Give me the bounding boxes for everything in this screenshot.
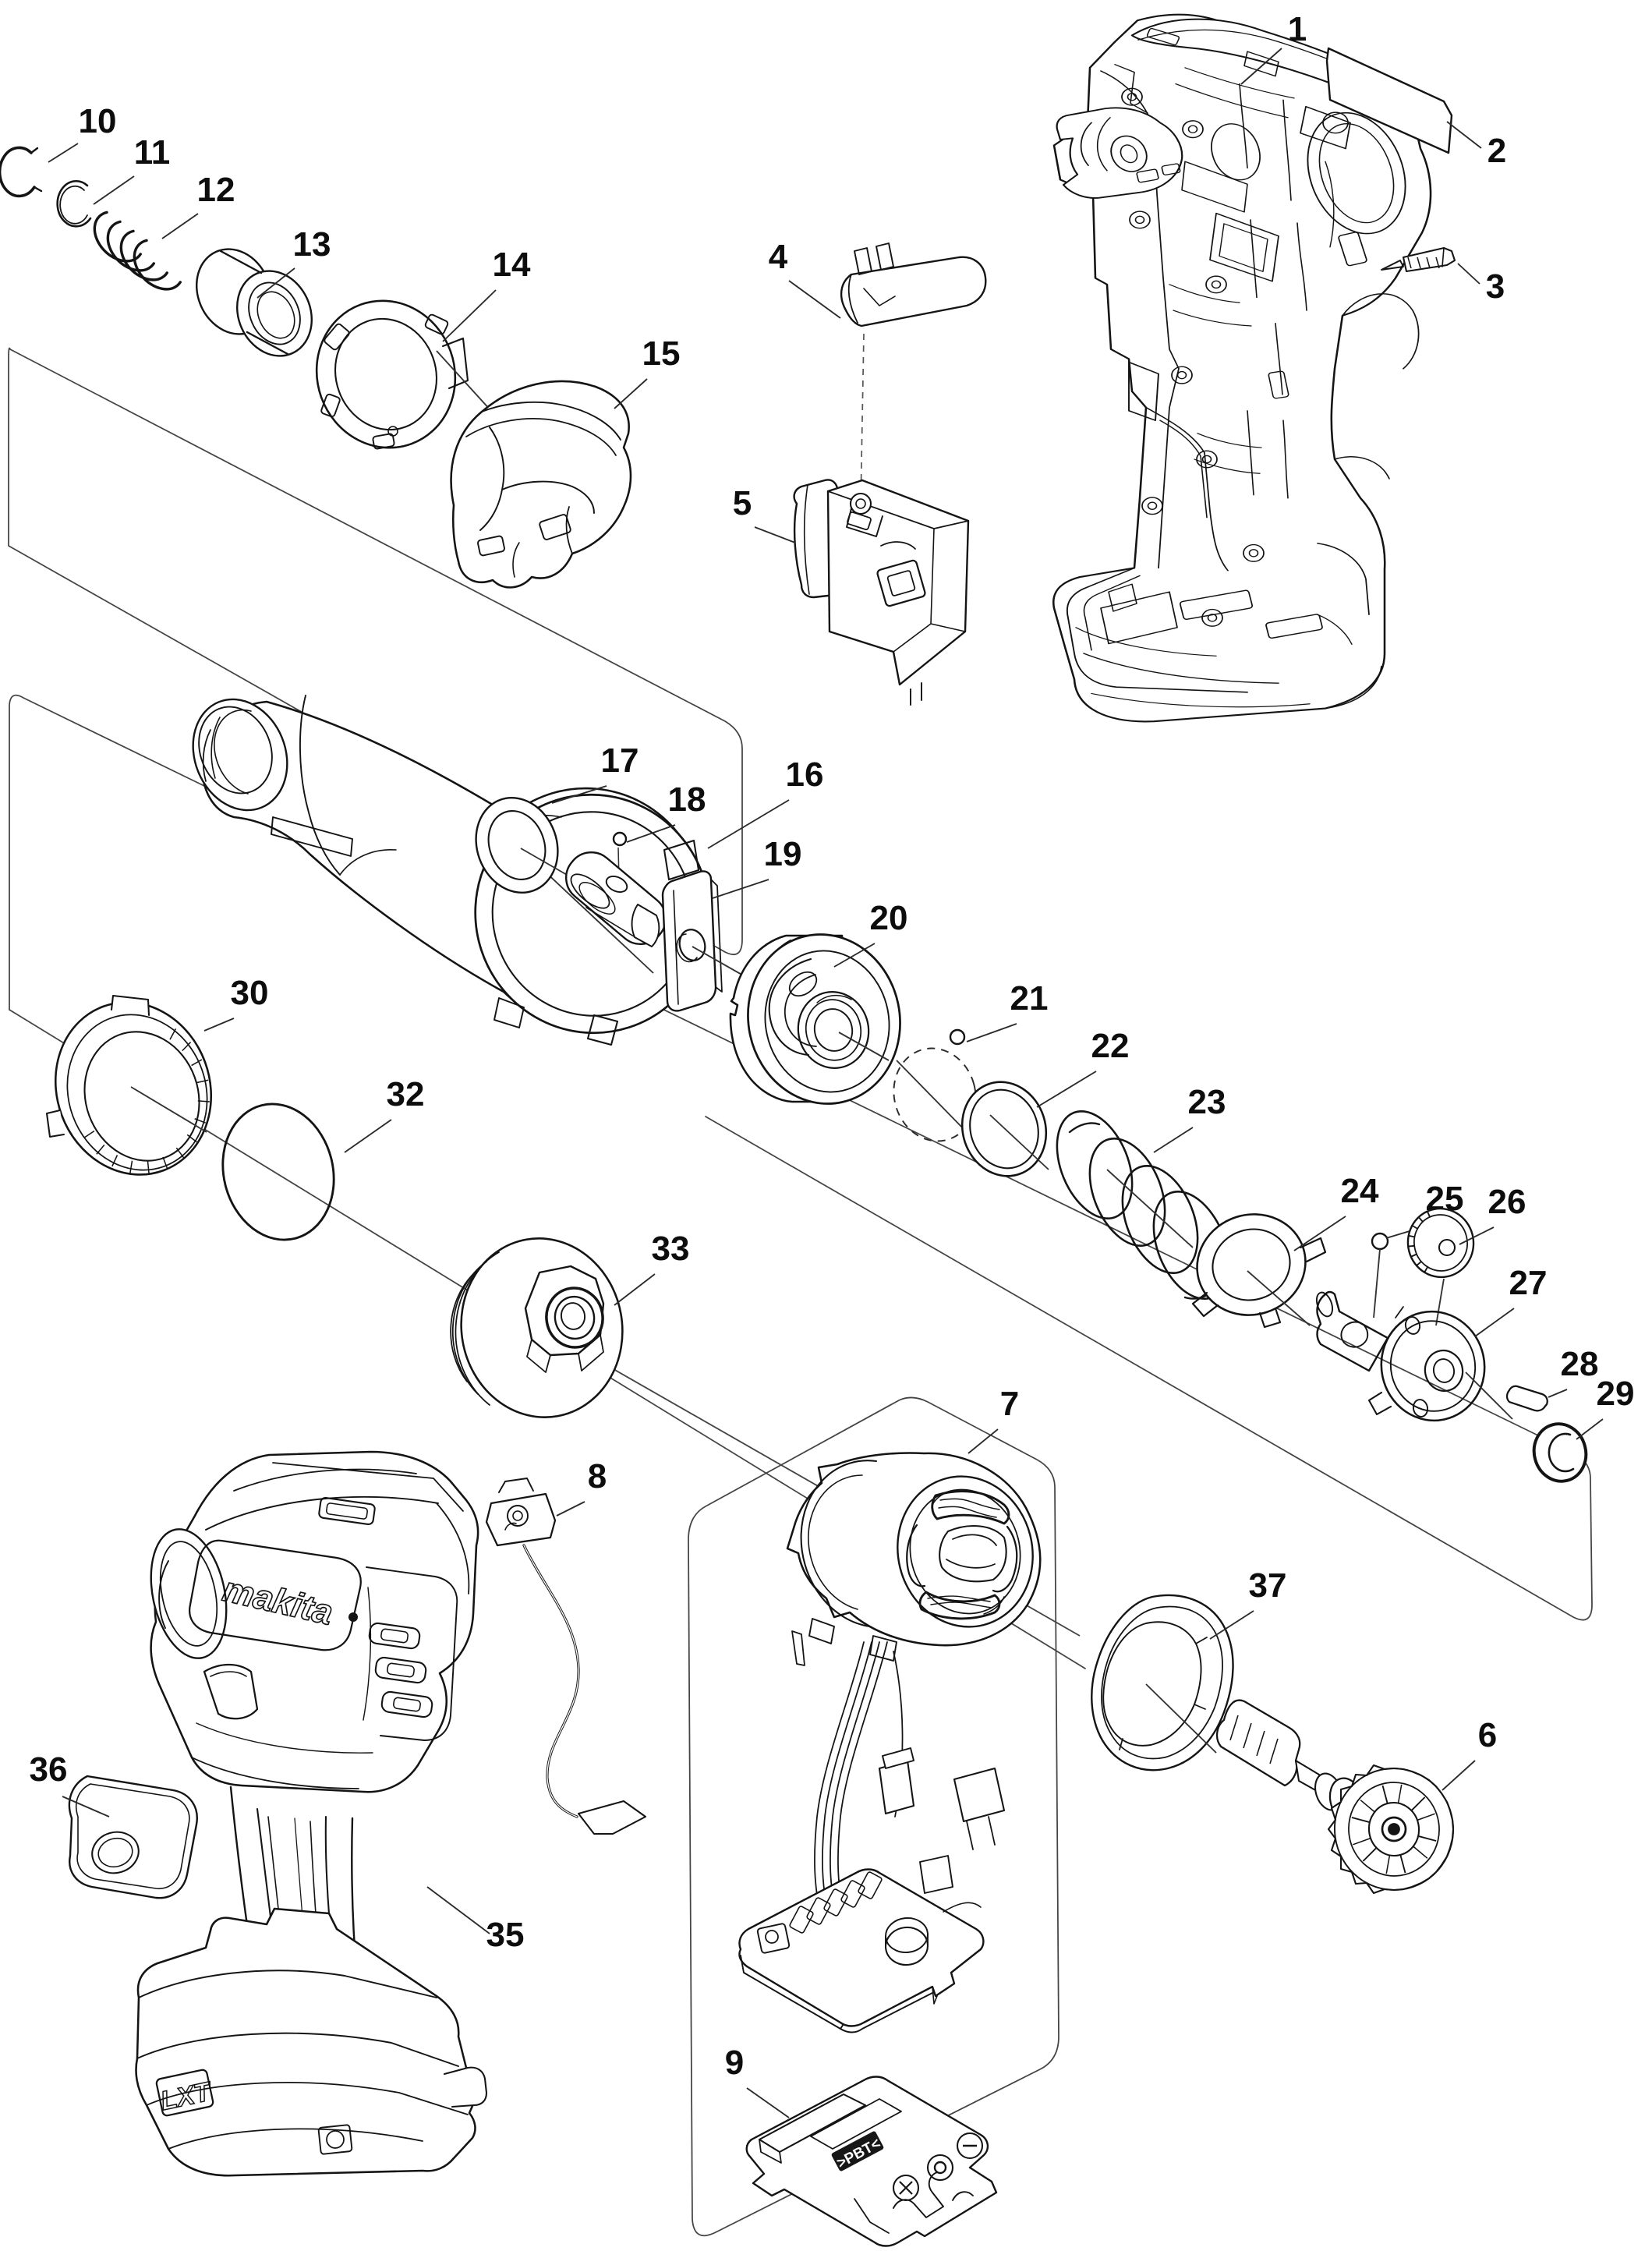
svg-text:20: 20 (870, 899, 908, 937)
svg-text:4: 4 (769, 238, 788, 276)
svg-text:17: 17 (601, 741, 639, 780)
svg-text:2: 2 (1488, 132, 1506, 170)
svg-text:8: 8 (588, 1457, 607, 1495)
svg-text:26: 26 (1488, 1183, 1526, 1221)
svg-text:37: 37 (1249, 1566, 1287, 1605)
svg-text:33: 33 (652, 1230, 690, 1268)
svg-text:19: 19 (764, 835, 802, 873)
svg-text:6: 6 (1478, 1716, 1497, 1754)
svg-text:35: 35 (486, 1916, 525, 1954)
svg-text:14: 14 (493, 246, 531, 284)
svg-text:30: 30 (231, 974, 269, 1012)
svg-text:23: 23 (1188, 1083, 1226, 1121)
svg-text:29: 29 (1597, 1375, 1635, 1413)
svg-text:18: 18 (668, 780, 706, 819)
svg-text:21: 21 (1010, 979, 1049, 1018)
svg-text:36: 36 (30, 1750, 68, 1789)
svg-text:32: 32 (387, 1075, 425, 1113)
svg-text:1: 1 (1288, 10, 1307, 48)
svg-text:28: 28 (1561, 1345, 1599, 1383)
svg-text:16: 16 (786, 756, 824, 794)
svg-text:3: 3 (1486, 267, 1505, 306)
svg-text:10: 10 (79, 102, 117, 140)
svg-text:13: 13 (293, 225, 331, 264)
svg-text:9: 9 (725, 2044, 744, 2082)
svg-text:22: 22 (1091, 1027, 1130, 1065)
svg-text:15: 15 (642, 334, 681, 373)
svg-text:27: 27 (1509, 1264, 1548, 1302)
svg-text:7: 7 (1000, 1385, 1019, 1423)
svg-text:5: 5 (733, 484, 752, 522)
svg-text:12: 12 (197, 171, 235, 209)
svg-text:24: 24 (1341, 1172, 1379, 1210)
svg-text:11: 11 (134, 133, 171, 172)
